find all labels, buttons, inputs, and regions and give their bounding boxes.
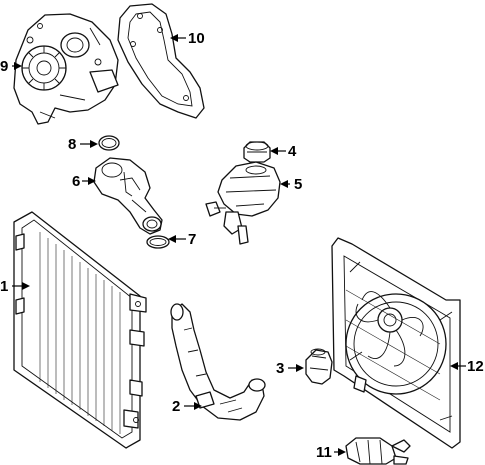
callout-6: 6 (72, 173, 96, 190)
callout-12: 12 (450, 358, 484, 375)
callout-label-3: 3 (276, 360, 284, 377)
pump-cover-drawing (117, 3, 205, 119)
callout-label-12: 12 (467, 358, 484, 375)
callout-11: 11 (316, 444, 346, 461)
callout-1: 1 (0, 278, 30, 295)
callout-4: 4 (270, 143, 297, 160)
coolant-reservoir-drawing (205, 161, 281, 245)
callout-5: 5 (280, 176, 302, 193)
auxiliary-pump-drawing (345, 437, 411, 465)
water-pump-drawing (13, 13, 119, 125)
reservoir-cap-drawing (243, 141, 271, 163)
o-ring-upper-drawing (98, 135, 120, 151)
sensor-drawing (305, 348, 333, 385)
thermostat-housing-drawing (93, 157, 163, 235)
callout-7: 7 (168, 231, 196, 248)
callout-label-11: 11 (316, 444, 332, 461)
radiator-drawing (13, 211, 147, 449)
callout-label-4: 4 (288, 143, 297, 160)
callout-2: 2 (172, 398, 202, 415)
radiator-hose-drawing (170, 303, 266, 421)
callout-label-9: 9 (0, 58, 8, 75)
callout-10: 10 (170, 30, 205, 47)
callout-label-5: 5 (294, 176, 302, 193)
callout-label-6: 6 (72, 173, 80, 190)
callout-label-1: 1 (0, 278, 8, 295)
callout-label-2: 2 (172, 398, 180, 415)
callout-label-10: 10 (188, 30, 205, 47)
callout-label-8: 8 (68, 136, 76, 153)
callout-9: 9 (0, 58, 22, 75)
callout-label-7: 7 (188, 231, 196, 248)
o-ring-lower-drawing (146, 235, 170, 249)
callout-3: 3 (276, 360, 304, 377)
fan-assembly-drawing (331, 237, 461, 449)
callout-8: 8 (68, 136, 98, 153)
